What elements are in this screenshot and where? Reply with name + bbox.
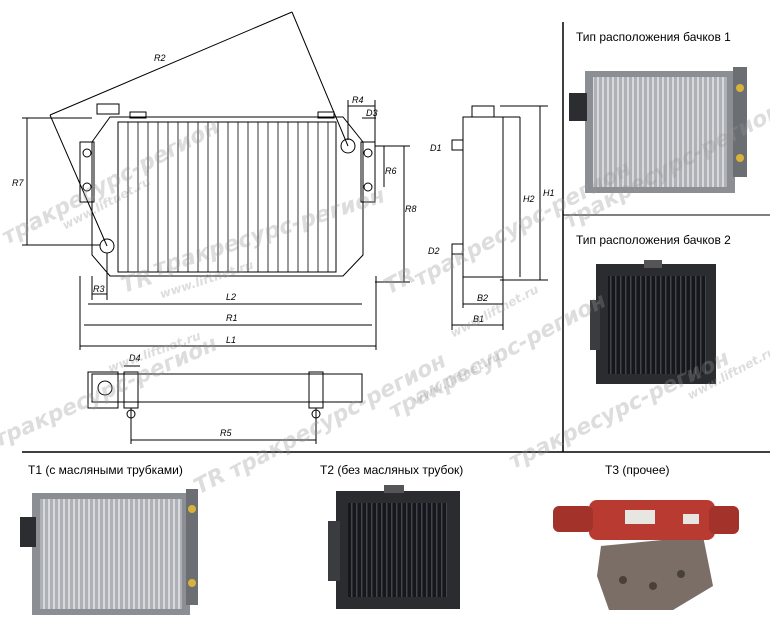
caption-t2: T2 (без масляных трубок) (320, 463, 464, 477)
dim-d1: D1 (430, 143, 442, 153)
caption-t1: T1 (с масляными трубками) (28, 463, 183, 477)
dim-r7: R7 (12, 178, 24, 188)
photo-t2-radiator (328, 485, 460, 609)
filler-neck (96, 103, 120, 115)
dim-r3: R3 (93, 284, 105, 294)
radiator-bottom-view (91, 373, 363, 403)
photo-t3-part (553, 500, 739, 610)
caption-t3: T3 (прочее) (605, 463, 670, 477)
dim-r4: R4 (352, 95, 364, 105)
photo-type1-radiator (569, 67, 747, 193)
dim-d4: D4 (129, 353, 141, 363)
radiator-core (117, 121, 337, 273)
dim-d2: D2 (428, 246, 440, 256)
radiator-fins (127, 122, 329, 272)
dim-r1: R1 (226, 313, 238, 323)
caption-type1: Тип расположения бачков 1 (576, 30, 731, 44)
dim-l2: L2 (226, 292, 236, 302)
left-bracket (79, 141, 95, 203)
dim-r8: R8 (405, 204, 417, 214)
dim-r2: R2 (154, 53, 166, 63)
right-bracket (360, 141, 376, 203)
dim-r5: R5 (220, 428, 232, 438)
photo-type2-radiator (590, 260, 716, 384)
caption-type2: Тип расположения бачков 2 (576, 233, 731, 247)
dim-b2: B2 (477, 293, 488, 303)
photo-t1-radiator (20, 489, 198, 615)
radiator-front-outline (91, 116, 364, 277)
dim-d3: D3 (366, 108, 378, 118)
dim-b1: B1 (473, 314, 484, 324)
radiator-side-view (462, 116, 504, 278)
dim-l1: L1 (226, 335, 236, 345)
dim-h2: H2 (523, 194, 535, 204)
dim-h1: H1 (543, 188, 555, 198)
dim-r6: R6 (385, 166, 397, 176)
